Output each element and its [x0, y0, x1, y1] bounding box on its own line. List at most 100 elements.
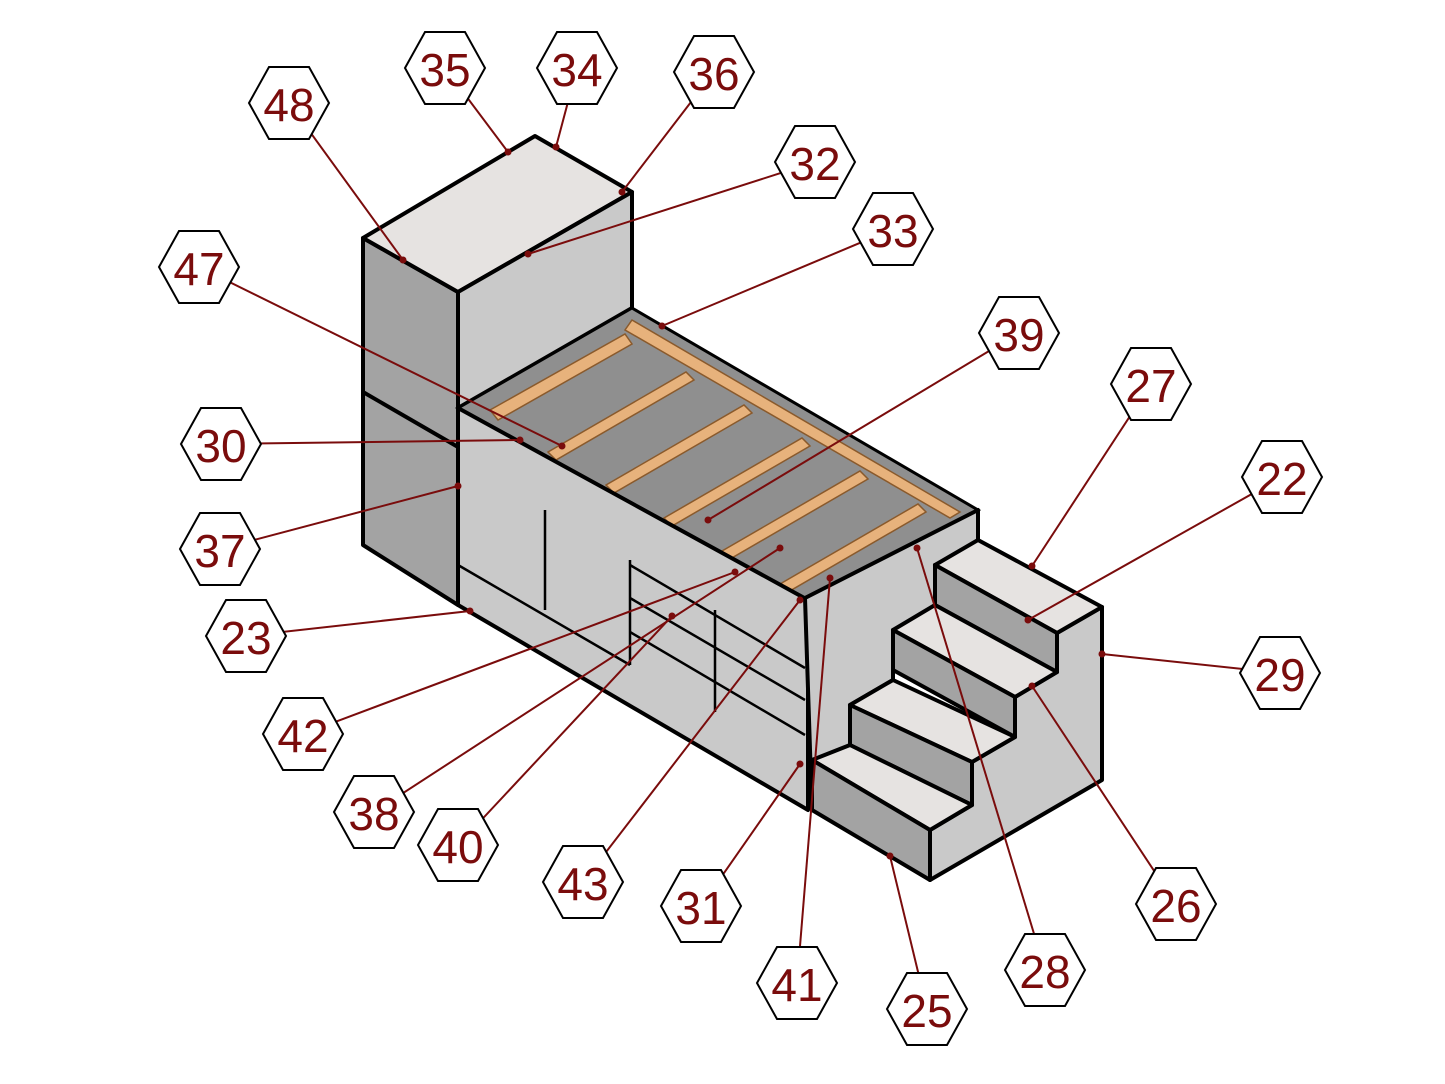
leader-dot — [516, 436, 524, 444]
callout-number: 38 — [348, 788, 399, 840]
callout-number: 47 — [173, 243, 224, 295]
bed-back-rail — [623, 319, 962, 519]
leader-line — [457, 615, 673, 846]
callout-number: 37 — [194, 525, 245, 577]
callout-48: 48 — [247, 66, 407, 264]
callout-number: 35 — [419, 44, 470, 96]
callout-36: 36 — [618, 35, 756, 196]
callout-40: 40 — [416, 612, 676, 882]
leader-dot — [1098, 650, 1106, 658]
callout-29: 29 — [1098, 636, 1322, 710]
leader-dot — [1028, 562, 1036, 570]
leader-dot — [886, 852, 894, 860]
callout-39: 39 — [704, 296, 1061, 524]
leader-dot — [552, 143, 560, 151]
hexagon-badge — [977, 296, 1061, 370]
leader-dot — [796, 596, 804, 604]
leader-dot — [913, 544, 921, 552]
hexagon-badge — [885, 972, 969, 1046]
callout-32: 32 — [524, 125, 857, 258]
callout-38: 38 — [332, 544, 784, 849]
callout-number: 27 — [1125, 360, 1176, 412]
leader-line — [302, 571, 736, 735]
hexagon-badge — [247, 66, 331, 140]
hexagon-badge — [261, 697, 345, 771]
hexagon-badge — [672, 35, 756, 109]
hexagon-badge — [157, 230, 241, 304]
hexagon-badge — [1240, 440, 1324, 514]
callout-number: 36 — [688, 48, 739, 100]
callout-number: 31 — [675, 882, 726, 934]
callout-number: 34 — [551, 44, 602, 96]
callout-number: 25 — [901, 985, 952, 1037]
callout-number: 22 — [1256, 453, 1307, 505]
callout-30: 30 — [179, 407, 524, 481]
hexagon-badge — [179, 407, 263, 481]
callout-23: 23 — [204, 599, 474, 673]
leader-dot — [776, 544, 784, 552]
callout-25: 25 — [885, 852, 969, 1046]
hexagon-badge — [1238, 636, 1322, 710]
leader-dot — [524, 250, 532, 258]
callout-number: 32 — [789, 138, 840, 190]
leader-line — [219, 485, 459, 550]
callout-42: 42 — [261, 568, 739, 771]
callout-number: 48 — [263, 79, 314, 131]
callout-number: 26 — [1150, 880, 1201, 932]
callout-43: 43 — [541, 596, 804, 919]
hexagon-badge — [541, 845, 625, 919]
hexagon-badge — [178, 512, 262, 586]
callout-number: 40 — [432, 821, 483, 873]
callout-26: 26 — [1028, 682, 1218, 941]
callout-number: 30 — [195, 420, 246, 472]
hexagon-badge — [403, 31, 487, 105]
hexagon-badge — [659, 869, 743, 943]
drawer-lines — [457, 510, 806, 737]
slat — [546, 371, 696, 461]
leader-dot — [466, 607, 474, 615]
leader-line — [198, 266, 563, 447]
leader-dot — [454, 482, 462, 490]
leader-line — [220, 439, 521, 445]
stairs — [810, 538, 1104, 882]
callout-number: 39 — [993, 309, 1044, 361]
leader-line — [796, 577, 831, 984]
leader-dot — [1024, 616, 1032, 624]
callout-number: 33 — [867, 205, 918, 257]
tower-shelf-line — [361, 390, 460, 449]
callout-28: 28 — [913, 544, 1087, 1007]
callout-number: 41 — [771, 959, 822, 1011]
hexagon-badge — [851, 192, 935, 266]
callout-number: 23 — [220, 612, 271, 664]
callout-31: 31 — [659, 760, 804, 943]
leader-dot — [618, 188, 626, 196]
hexagon-badge — [416, 808, 500, 882]
callout-35: 35 — [403, 31, 512, 156]
leader-line — [1031, 685, 1177, 905]
leader-dot — [704, 516, 712, 524]
hexagon-badge — [1003, 933, 1087, 1007]
callout-number: 43 — [557, 858, 608, 910]
callout-41: 41 — [755, 574, 839, 1020]
callout-22: 22 — [1024, 440, 1324, 624]
callout-number: 42 — [277, 710, 328, 762]
callout-33: 33 — [658, 192, 935, 330]
leader-dot — [504, 148, 512, 156]
leader-line — [916, 547, 1046, 971]
bed-front-rail — [488, 333, 634, 421]
hexagon-badge — [332, 775, 416, 849]
leader-dot — [668, 612, 676, 620]
leader-line — [707, 332, 1020, 521]
leader-dot — [1028, 682, 1036, 690]
callout-number: 29 — [1254, 649, 1305, 701]
leader-dot — [731, 568, 739, 576]
leader-dot — [558, 442, 566, 450]
storage-tower — [361, 134, 634, 607]
callout-number: 28 — [1019, 946, 1070, 998]
hexagon-badge — [204, 599, 288, 673]
callouts: 35 34 36 48 32 33 47 39 27 30 22 37 23 29 42 38 40 43 31 26… — [157, 31, 1324, 1046]
leader-line — [527, 161, 816, 255]
leader-line — [373, 547, 781, 813]
